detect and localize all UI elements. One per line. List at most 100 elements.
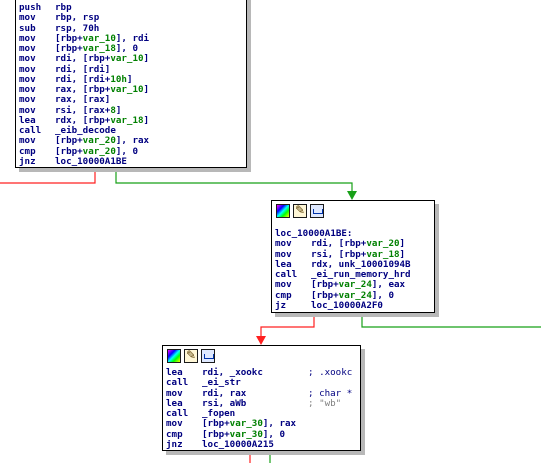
operands: [rbp+var_10], rdi <box>55 33 149 44</box>
operand-suffix: ], 0 <box>262 428 286 440</box>
operand-prefix: rax, [rbp+ <box>55 84 111 95</box>
stack-variable[interactable]: var_10 <box>82 32 116 44</box>
graph-overview-icon[interactable] <box>201 348 215 363</box>
stack-variable[interactable]: var_20 <box>82 135 116 147</box>
mnemonic: call <box>166 408 189 419</box>
operand-suffix: ], rax <box>115 135 150 147</box>
instruction-line[interactable]: call_ei_run_memory_hrd <box>275 269 434 280</box>
mnemonic: mov <box>166 387 183 399</box>
operand-prefix: [rbp+ <box>55 145 83 157</box>
rename-icon[interactable] <box>184 348 198 363</box>
stack-variable[interactable]: var_24 <box>338 289 372 301</box>
instruction-line[interactable]: mov rdi, [rdi+10h] <box>19 73 246 85</box>
instruction-line[interactable]: mov[rbp+var_30], rax <box>166 418 360 429</box>
stack-variable[interactable]: var_24 <box>338 279 372 291</box>
instruction-line[interactable]: call_eib_decode <box>19 125 246 136</box>
stack-variable[interactable]: var_10 <box>110 84 144 95</box>
comment: ; char * <box>308 387 353 399</box>
stack-variable[interactable]: var_20 <box>366 238 400 250</box>
stack-variable[interactable]: 10h <box>110 73 127 85</box>
operands: rbp, rsp <box>55 12 100 24</box>
mnemonic: lea <box>166 397 183 409</box>
mnemonic: lea <box>275 258 292 270</box>
instruction-line[interactable]: cmp[rbp+var_20], 0 <box>19 145 246 157</box>
operands: rdx, [rbp+var_18] <box>55 115 149 126</box>
operands: rsi, [rax+8] <box>55 105 121 116</box>
mnemonic: mov <box>275 248 292 260</box>
instruction-line[interactable]: call_fopen <box>166 408 360 419</box>
operands: rdi, [rbp+var_10] <box>55 53 149 64</box>
operands: rdx, unk_10001094B <box>311 258 411 270</box>
instruction-line[interactable]: mov[rbp+var_20], rax <box>19 135 246 146</box>
mnemonic: mov <box>19 12 36 24</box>
stack-variable[interactable]: var_10 <box>110 53 144 65</box>
set-color-icon[interactable] <box>167 348 181 363</box>
stack-variable[interactable]: var_18 <box>366 248 400 260</box>
mnemonic: mov <box>19 32 36 44</box>
instruction-line[interactable]: cmp[rbp+var_30], 0 <box>166 429 360 440</box>
mnemonic: mov <box>19 63 36 75</box>
operand-suffix: ] <box>126 73 133 85</box>
stack-variable[interactable]: var_30 <box>229 428 263 440</box>
edge-block1-true <box>115 168 353 198</box>
edge-arrowhead-block2 <box>347 191 357 200</box>
stack-variable[interactable]: var_18 <box>82 43 116 54</box>
stack-variable[interactable]: var_30 <box>229 418 263 430</box>
mnemonic: lea <box>166 367 183 378</box>
operand-suffix: ], rax <box>262 418 297 430</box>
instruction-line[interactable]: sub rsp, 70h <box>19 22 246 34</box>
operand-suffix: ], rdi <box>115 32 150 44</box>
stack-variable[interactable]: 8 <box>110 104 116 116</box>
operand-prefix: [rbp+ <box>311 279 339 291</box>
stack-variable[interactable]: var_20 <box>82 145 116 157</box>
operands: [rbp+var_30], 0 <box>202 429 285 440</box>
operand-prefix: [rbp+ <box>311 289 339 301</box>
instruction-line[interactable]: mov[rbp+var_24], eax <box>275 279 434 291</box>
set-color-icon[interactable] <box>276 203 290 218</box>
comment: ; "wb" <box>308 397 342 409</box>
graph-overview-icon[interactable] <box>310 203 324 218</box>
operands: loc_10000A2F0 <box>311 299 383 311</box>
operand-prefix: rdi, [rdi+ <box>55 73 111 85</box>
operand-prefix: [rbp+ <box>55 135 83 147</box>
operands: [rbp+var_20], rax <box>55 135 149 146</box>
operand-prefix: [rbp+ <box>55 32 83 44</box>
mnemonic: mov <box>19 73 36 85</box>
mnemonic: sub <box>19 22 36 34</box>
block-label: loc_10000A1BE: <box>275 228 353 239</box>
instruction-line[interactable]: call_ei_str <box>166 377 360 388</box>
instruction-line[interactable]: lea rdx, unk_10001094B <box>275 258 434 270</box>
rename-icon[interactable] <box>293 203 307 218</box>
instruction-line[interactable]: mov [rbp+var_10], rdi <box>19 32 246 44</box>
instruction-line[interactable]: mov[rbp+var_18], 0 <box>19 43 246 54</box>
operands: [rbp+var_30], rax <box>202 418 296 429</box>
edge-block1-false <box>0 168 96 184</box>
stack-variable[interactable]: var_18 <box>110 114 144 126</box>
block-toolbar <box>272 201 434 219</box>
operands: rsp, 70h <box>55 22 100 34</box>
operands: loc_10000A215 <box>202 438 274 450</box>
operand-prefix: rsi, [rax+ <box>55 104 111 116</box>
operand-prefix: rsi, [rbp+ <box>311 248 367 260</box>
operand-suffix: ], 0 <box>115 145 139 157</box>
instruction-line[interactable]: mov rbp, rsp <box>19 12 246 24</box>
instruction-line[interactable]: cmp[rbp+var_24], 0 <box>275 289 434 301</box>
